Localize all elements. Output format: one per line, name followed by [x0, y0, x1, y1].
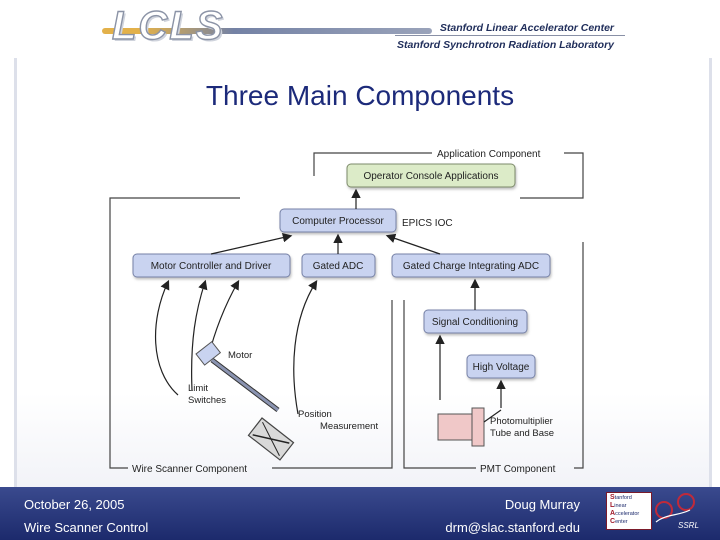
ssrl-badge: SSRL	[678, 521, 699, 530]
lab-name-ssrl: Stanford Synchrotron Radiation Laborator…	[396, 39, 614, 51]
motor-label: Motor	[228, 350, 252, 361]
gated-adc-box: Gated ADC	[301, 253, 376, 278]
presentation-date: October 26, 2005	[24, 497, 125, 512]
computer-processor-label: Computer Processor	[292, 216, 384, 227]
slac-initial-l: L	[610, 502, 615, 509]
high-voltage-label: High Voltage	[473, 362, 530, 373]
signal-conditioning-label: Signal Conditioning	[432, 317, 518, 328]
header-divider	[395, 35, 625, 36]
gated-adc-label: Gated ADC	[313, 261, 364, 272]
wire-fork	[247, 417, 295, 461]
motor-block	[195, 340, 222, 366]
high-voltage-box: High Voltage	[466, 354, 536, 379]
application-component-label: Application Component	[437, 149, 541, 160]
computer-processor-box: Computer Processor	[279, 208, 397, 233]
ssrl-logo: SSRL	[655, 493, 699, 530]
author-name: Doug Murray	[504, 497, 580, 512]
signal-conditioning-box: Signal Conditioning	[423, 309, 528, 334]
slac-initial-c: C	[610, 518, 616, 525]
connector-arrows	[154, 188, 506, 415]
wire-scanner-component-label: Wire Scanner Component	[132, 464, 247, 475]
motor-controller-label: Motor Controller and Driver	[151, 261, 272, 272]
operator-console-box: Operator Console Applications	[346, 163, 516, 188]
operator-console-label: Operator Console Applications	[363, 171, 498, 182]
motor-controller-box: Motor Controller and Driver	[132, 253, 291, 278]
epics-ioc-label: EPICS IOC	[402, 218, 453, 229]
lab-name-slac: Stanford Linear Accelerator Center	[439, 22, 614, 34]
slac-word-4: enter	[615, 519, 628, 525]
position-measurement-label-1: Position	[298, 409, 332, 420]
slac-word-2: inear	[614, 503, 627, 509]
gated-charge-adc-label: Gated Charge Integrating ADC	[403, 261, 539, 272]
pmt-component-label: PMT Component	[480, 464, 556, 475]
photomultiplier-label-1: Photomultiplier	[490, 416, 553, 427]
wire-scanner-actuator	[195, 340, 295, 461]
lcls-logo-swoosh	[102, 28, 432, 34]
slac-logo-box: Stanford Linear Accelerator Center	[606, 492, 652, 530]
slide-title: Three Main Components	[205, 80, 515, 111]
limit-switches-label-2: Switches	[188, 395, 226, 406]
slac-initial-a: A	[610, 510, 616, 517]
photomultiplier-tube	[437, 407, 502, 447]
wire-scanner-component-bracket: Wire Scanner Component	[109, 197, 393, 475]
slide-footer: October 26, 2005 Wire Scanner Control Do…	[0, 487, 720, 540]
application-component-bracket: Application Component	[313, 149, 584, 199]
lcls-logo: LCLS	[111, 3, 225, 48]
presentation-topic: Wire Scanner Control	[24, 520, 149, 535]
photomultiplier-label-2: Tube and Base	[490, 428, 554, 439]
slac-word-3: ccelerator	[615, 511, 640, 517]
position-measurement-label-2: Measurement	[320, 421, 378, 432]
slac-word-1: tanford	[614, 495, 632, 501]
slide-header: LCLS Stanford Linear Accelerator Center …	[0, 0, 720, 58]
pmt-component-bracket: PMT Component	[403, 242, 584, 475]
gated-charge-adc-box: Gated Charge Integrating ADC	[391, 253, 551, 278]
author-email[interactable]: drm@slac.stanford.edu	[445, 520, 580, 535]
slac-initial-s: S	[610, 494, 615, 501]
limit-switches-label-1: Limit	[188, 383, 208, 394]
slac-ssrl-logo: Stanford Linear Accelerator Center SSRL	[606, 492, 706, 532]
